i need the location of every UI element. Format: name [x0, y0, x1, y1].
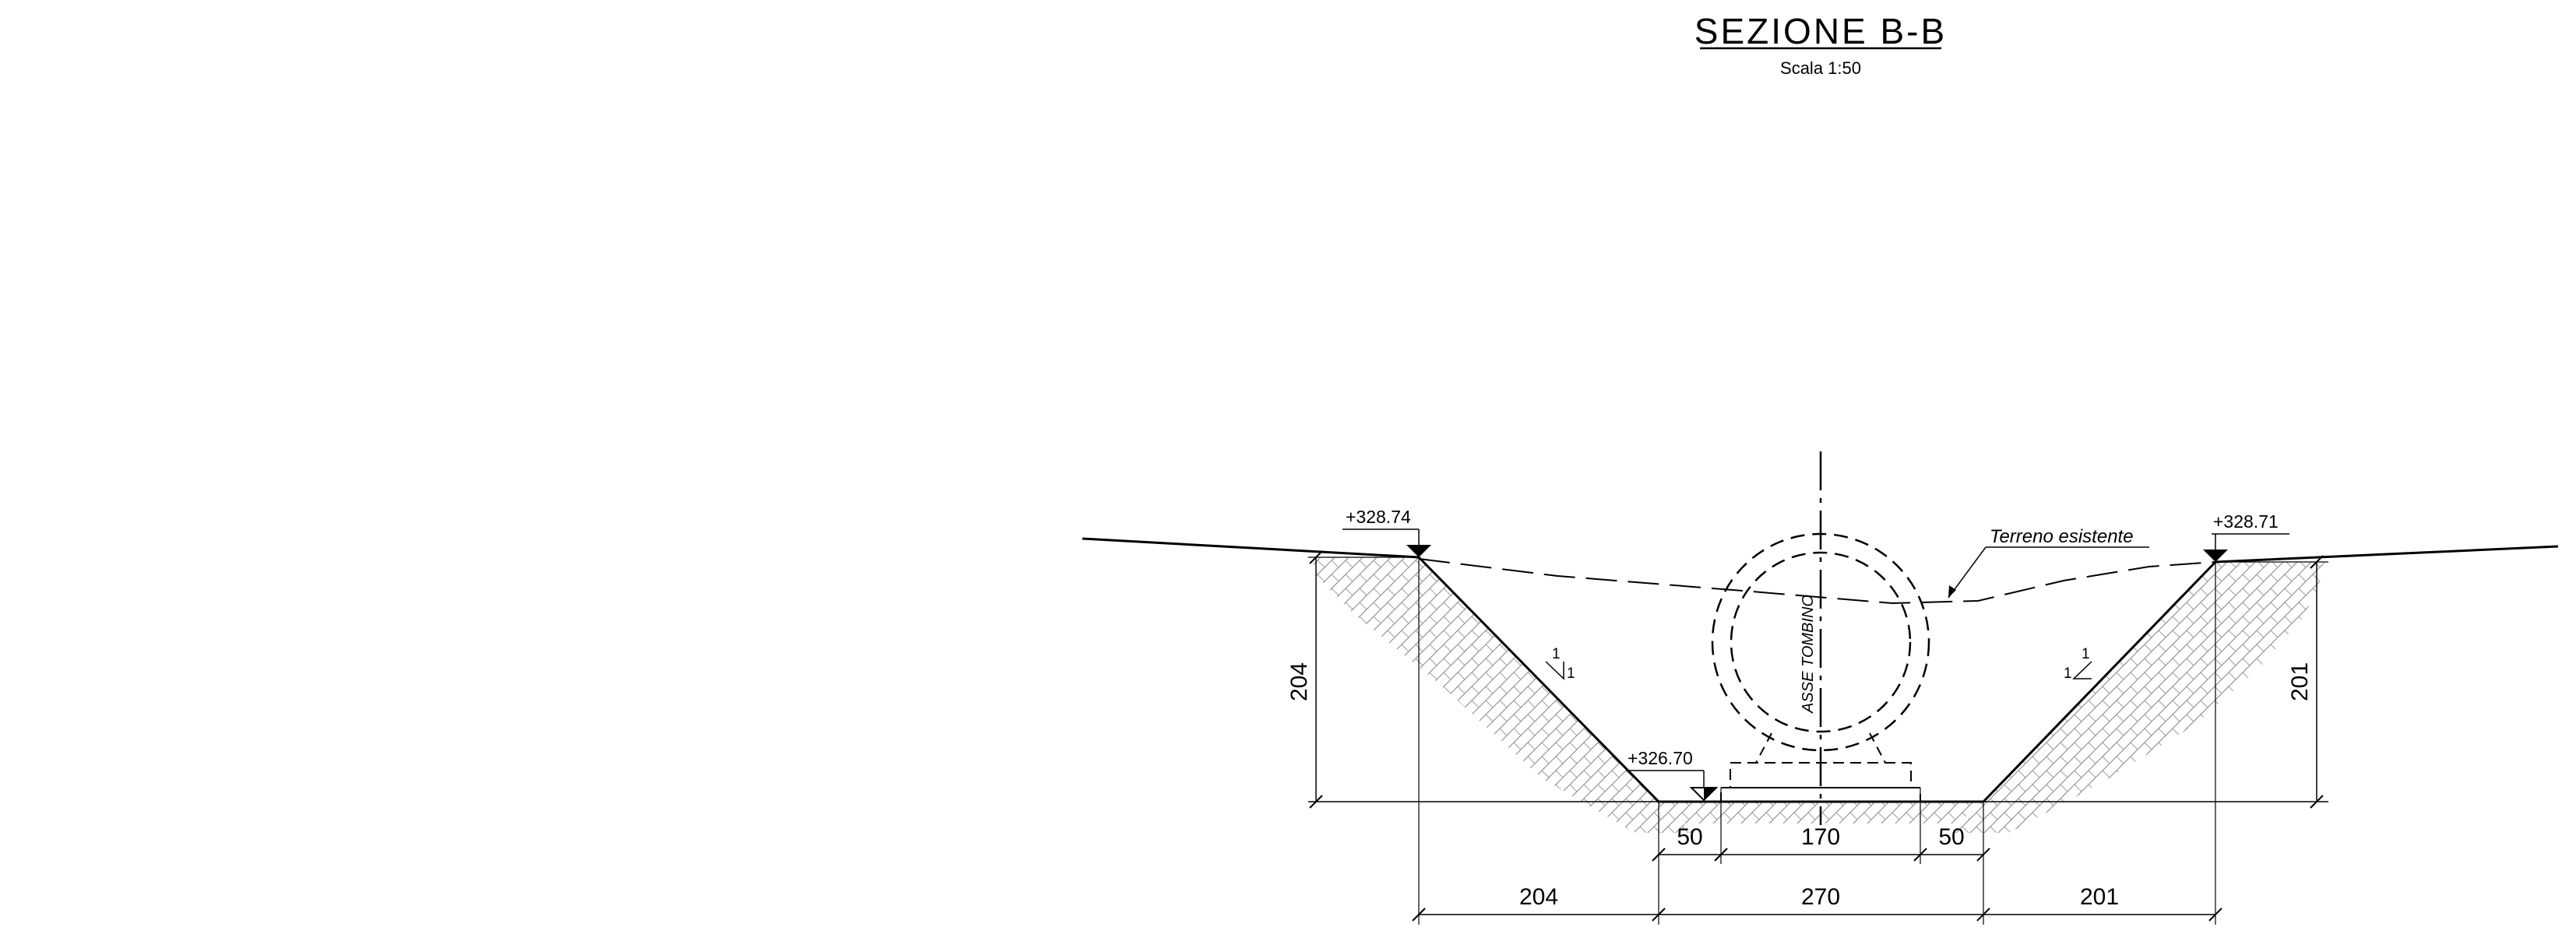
slope-indicator-left: 1 1: [1545, 646, 1575, 682]
soil-hatch-left: [1312, 557, 1694, 833]
slope-right-horizontal: 1: [2064, 665, 2072, 682]
culvert-axis-label: ASSE TOMBINO: [1800, 595, 1817, 714]
drawing-scale: Scala 1:50: [1780, 58, 1861, 78]
bottom-total-value: 270: [1801, 884, 1840, 910]
existing-terrain-line: [1418, 558, 2216, 605]
ground-line-right: [2215, 545, 2559, 564]
culvert-bedding-right: [1869, 732, 1886, 764]
slope-left-horizontal: 1: [1567, 665, 1575, 682]
top-left-value: 204: [1519, 884, 1558, 910]
dimension-row-inner: 50 170 50: [1652, 824, 1990, 862]
elevation-bottom-value: +326.70: [1628, 748, 1693, 768]
dimension-height-left: 204: [1286, 550, 1419, 809]
elevation-marker-left: +328.74: [1343, 507, 1431, 557]
slope-indicator-right: 1 1: [2064, 646, 2092, 682]
elevation-right-value: +328.71: [2213, 511, 2279, 532]
elevation-marker-bottom: +326.70: [1626, 748, 1719, 802]
dimension-row-outer: 204 270 201: [1412, 884, 2222, 922]
bottom-right-50-value: 50: [1938, 824, 1964, 850]
bottom-left-50-value: 50: [1677, 824, 1702, 850]
dimension-height-right: 201: [2215, 555, 2328, 809]
bottom-center-value: 170: [1801, 824, 1840, 850]
soil-hatch-right: [1955, 561, 2324, 833]
top-right-value: 201: [2080, 884, 2119, 910]
height-right-value: 201: [2287, 662, 2313, 701]
slope-left-vertical: 1: [1552, 646, 1561, 662]
ground-line-left: [1082, 537, 1420, 559]
culvert-bedding-left: [1755, 732, 1772, 764]
terrain-label: Terreno esistente: [1990, 526, 2134, 547]
drawing-title: SEZIONE B-B: [1694, 11, 1947, 51]
height-left-value: 204: [1286, 662, 1312, 701]
elevation-marker-right: +328.71: [2203, 511, 2289, 562]
slope-right-vertical: 1: [2082, 646, 2090, 662]
elevation-left-value: +328.74: [1346, 507, 1411, 527]
culvert-inner-circle: [1730, 551, 1912, 733]
terrain-leader-arrow: [1948, 585, 1956, 598]
